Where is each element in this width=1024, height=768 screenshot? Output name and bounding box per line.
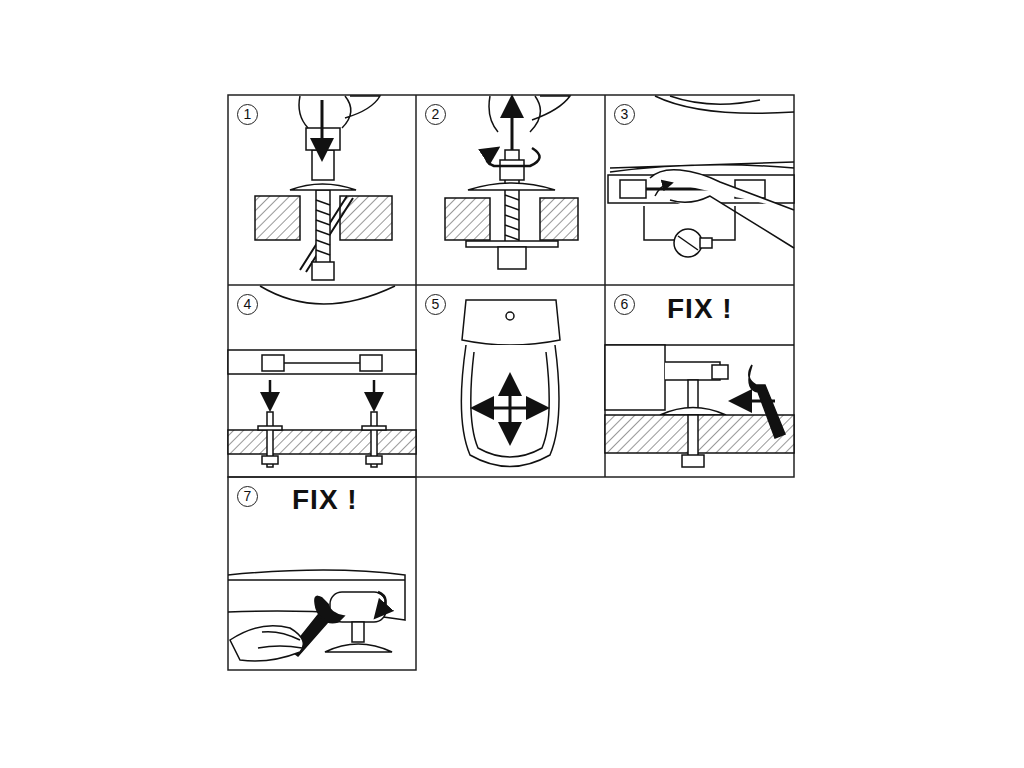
drawing-part — [749, 365, 785, 438]
drawing-part — [509, 384, 512, 408]
drawing-part — [228, 430, 416, 454]
drawing-part — [509, 408, 512, 434]
drawing-part — [290, 184, 356, 190]
drawing-part — [262, 355, 284, 371]
drawing-part — [312, 150, 334, 180]
drawing-part — [258, 426, 282, 430]
drawing-part — [340, 196, 392, 240]
drawing-part — [258, 632, 302, 648]
seat-placement-illustration — [228, 286, 416, 467]
drawing-part — [228, 477, 416, 670]
drawing-part — [462, 300, 560, 345]
drawing-part — [471, 352, 549, 457]
drawing-part — [262, 456, 278, 464]
drawing-part — [466, 241, 558, 247]
drawing-part — [260, 286, 395, 304]
drawing-part — [506, 312, 514, 320]
drawing-part — [620, 180, 646, 198]
drawing-part — [228, 95, 794, 477]
drawing-part — [700, 238, 712, 248]
drawing-part — [670, 96, 760, 104]
drawing-part — [299, 96, 380, 128]
drawing-part — [605, 415, 794, 453]
fix-bolt-illustration — [605, 345, 794, 467]
drawing-part — [366, 456, 382, 464]
drawing-part — [500, 160, 524, 180]
step-number: 7 — [237, 486, 258, 507]
drawing-part — [678, 236, 698, 250]
drawing-part — [445, 198, 490, 240]
drawing-part — [468, 183, 555, 190]
drawing-part — [674, 229, 702, 257]
drawing-part — [230, 626, 303, 661]
drawing-part — [228, 350, 416, 374]
drawing-part — [511, 106, 514, 150]
step-number: 5 — [425, 294, 446, 315]
fix-hinge-illustration — [228, 570, 405, 661]
drawing-part — [660, 408, 726, 416]
drawing-part — [605, 345, 665, 410]
drawing-part — [415, 95, 417, 477]
fix-instruction: FIX ! — [290, 484, 360, 516]
drawing-part — [489, 96, 570, 132]
step-number: 4 — [237, 294, 258, 315]
drawing-part — [482, 407, 510, 410]
step-number: 6 — [614, 294, 635, 315]
drawing-part — [228, 579, 405, 581]
drawing-part — [316, 200, 330, 255]
drawing-part — [482, 384, 538, 434]
drawing-part — [284, 362, 360, 364]
drawing-part — [655, 96, 794, 113]
drawing-part — [352, 622, 364, 642]
step-number: 3 — [614, 104, 635, 125]
drawing-part — [378, 592, 386, 612]
drawing-part — [360, 355, 382, 371]
toilet-position-illustration — [461, 300, 560, 467]
drawing-part — [461, 345, 559, 467]
fix-instruction: FIX ! — [665, 293, 735, 325]
drawing-part — [486, 148, 539, 166]
hinge-adjust-illustration — [608, 96, 794, 257]
drawing-part — [682, 455, 704, 467]
drawing-part — [228, 284, 794, 286]
drawing-part — [269, 380, 272, 402]
drawing-part — [498, 247, 526, 269]
drawing-part — [312, 262, 334, 280]
drawing-part — [510, 407, 538, 410]
drawing-part — [325, 644, 392, 652]
drawing-part — [321, 100, 324, 150]
drawing-part — [373, 380, 376, 402]
drawing-part — [712, 365, 728, 379]
drawing-part — [610, 162, 794, 172]
panel-grid — [228, 95, 794, 670]
drawing-part — [650, 170, 794, 248]
drawing-part — [540, 198, 578, 240]
bolt-insert-illustration — [255, 96, 392, 280]
nut-tighten-illustration — [445, 96, 578, 269]
drawing-part — [655, 184, 668, 196]
step-number: 2 — [425, 104, 446, 125]
drawing-part — [316, 190, 330, 264]
drawing-part — [255, 196, 300, 240]
drawing-part — [362, 426, 386, 430]
step-number: 1 — [237, 104, 258, 125]
